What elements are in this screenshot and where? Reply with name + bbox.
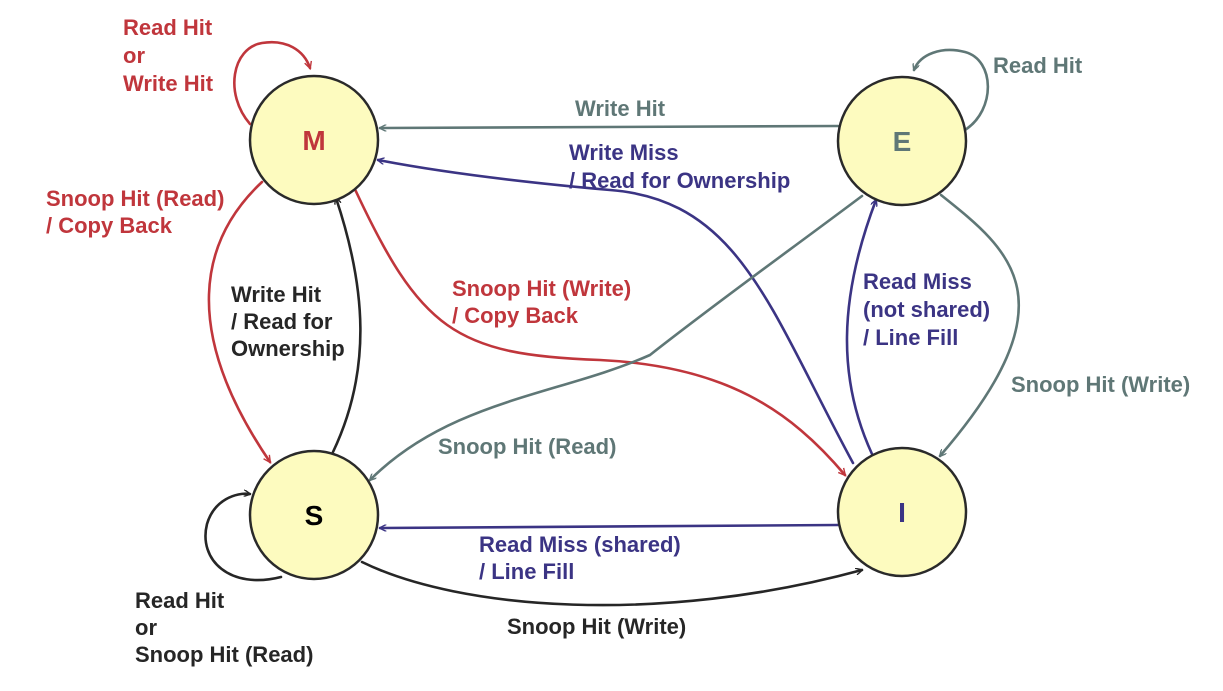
label-m-self: Read Hit or Write Hit [123, 15, 218, 96]
label-s-to-i: Snoop Hit (Write) [507, 614, 686, 639]
edge-e-to-s [370, 194, 864, 480]
label-e-to-m: Write Hit [575, 96, 666, 121]
edge-i-to-m [378, 160, 855, 465]
state-e-label: E [893, 126, 912, 157]
label-s-to-m: Write Hit / Read for Ownership [231, 282, 345, 361]
edge-s-self [204, 494, 283, 582]
label-e-self: Read Hit [993, 53, 1083, 78]
edge-m-to-i [351, 183, 847, 477]
edge-i-to-s [378, 523, 840, 528]
state-m-label: M [302, 125, 325, 156]
edge-m-to-s [207, 180, 272, 464]
state-s: S [248, 449, 380, 581]
label-i-to-m: Write Miss / Read for Ownership [569, 140, 790, 193]
label-s-self: Read Hit or Snoop Hit (Read) [135, 588, 313, 667]
label-e-to-s: Snoop Hit (Read) [438, 434, 616, 459]
label-e-to-i: Snoop Hit (Write) [1011, 372, 1190, 397]
state-e: E [836, 75, 968, 207]
label-i-to-e: Read Miss (not shared) / Line Fill [863, 269, 996, 350]
label-i-to-s: Read Miss (shared) / Line Fill [479, 532, 687, 584]
state-i-label: I [898, 497, 906, 528]
state-i: I [836, 446, 968, 578]
label-m-to-i: Snoop Hit (Write) / Copy Back [452, 276, 637, 328]
state-i-circle [836, 446, 968, 578]
edge-e-to-m [378, 126, 840, 128]
edge-s-to-i [360, 560, 862, 607]
state-e-circle [836, 75, 968, 207]
state-s-circle [248, 449, 380, 581]
label-m-to-s: Snoop Hit (Read) / Copy Back [46, 186, 231, 238]
state-s-label: S [305, 500, 324, 531]
edge-s-to-m [331, 198, 362, 454]
edge-i-to-e [845, 200, 876, 456]
edge-e-self [914, 48, 990, 132]
edge-e-to-i [940, 193, 1020, 456]
edge-m-self [233, 40, 313, 126]
state-m-circle [248, 74, 380, 206]
state-m: M [248, 74, 380, 206]
